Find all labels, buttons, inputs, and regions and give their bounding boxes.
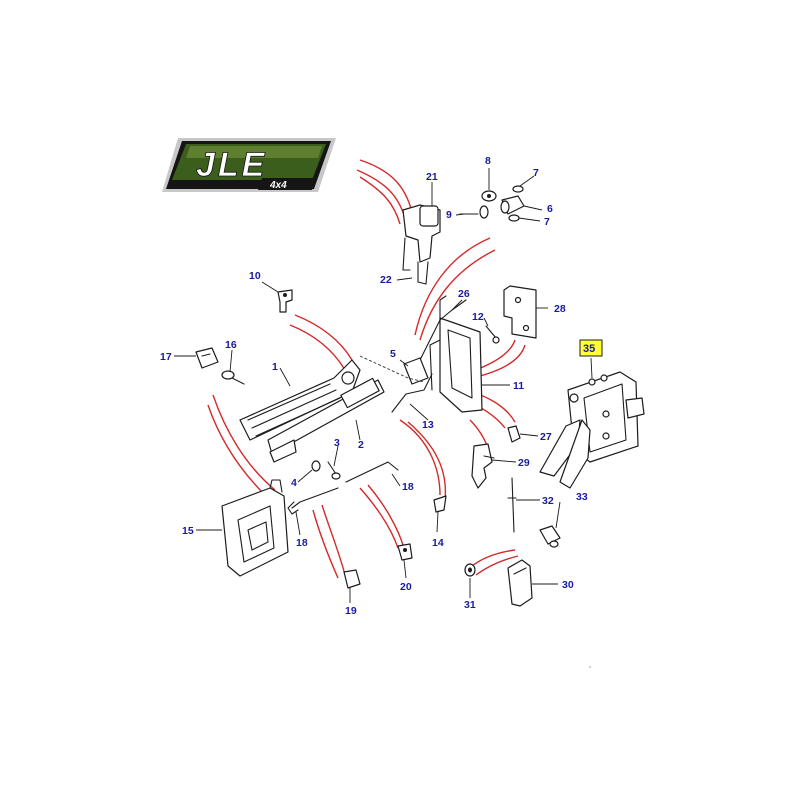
callout-32: 32: [542, 495, 554, 507]
callout-20: 20: [400, 581, 412, 593]
callout-19: 19: [345, 605, 357, 617]
callout-31: 31: [464, 599, 476, 611]
part-actuator-30: [507, 559, 533, 607]
brand-logo: JLE 4x4: [162, 138, 336, 192]
part-grommet-31: [464, 563, 476, 577]
part-rod-26: [413, 295, 467, 373]
part-clip-33: [539, 525, 561, 548]
callout-12: 12: [472, 311, 484, 323]
part-plate-28: [503, 285, 537, 339]
part-clip-20: [397, 543, 413, 561]
part-rod-18a: [287, 487, 339, 515]
part-cap-17: [195, 347, 219, 369]
part-lever-5: [403, 357, 429, 385]
callout-7b: 7: [544, 216, 550, 228]
callout-13: 13: [422, 419, 434, 431]
callout-22: 22: [380, 274, 392, 286]
callout-14: 14: [432, 537, 444, 549]
callout-18b: 18: [402, 481, 414, 493]
callout-6: 6: [547, 203, 553, 215]
part-hardware-6-9: [459, 185, 525, 222]
callout-35: 35: [583, 343, 595, 355]
callout-26: 26: [458, 288, 470, 300]
part-bracket-21: [402, 204, 441, 285]
callout-10: 10: [249, 270, 261, 282]
callout-35-highlight: [579, 339, 603, 357]
callout-labels: 21 8 7 6 7 9 22 10 26 28 12 5 11 13 1 17…: [160, 155, 603, 617]
callout-2: 2: [358, 439, 364, 451]
callout-5: 5: [390, 348, 396, 360]
part-rod-32: [507, 477, 517, 533]
part-screw-3: [327, 461, 341, 480]
callout-27: 27: [540, 431, 552, 443]
leader-lines: [174, 168, 593, 603]
callout-8: 8: [485, 155, 491, 167]
logo-brand-text: JLE: [196, 146, 267, 184]
part-interior-handle-15: [221, 479, 289, 577]
part-rod-18b: [345, 461, 399, 483]
part-lock-35: [539, 371, 645, 489]
callout-7a: 7: [533, 167, 539, 179]
callout-17: 17: [160, 351, 172, 363]
part-clip-10: [277, 289, 293, 313]
callout-18a: 18: [296, 537, 308, 549]
part-handle-1: [239, 359, 361, 441]
callout-1: 1: [272, 361, 278, 373]
callout-30: 30: [562, 579, 574, 591]
part-clip-19: [343, 569, 361, 589]
callout-15: 15: [182, 525, 194, 537]
callout-21: 21: [426, 171, 438, 183]
part-rod-13: [391, 373, 433, 413]
callout-28: 28: [554, 303, 566, 315]
callout-4: 4: [291, 477, 297, 489]
callout-29: 29: [518, 457, 530, 469]
part-latch-11: [429, 317, 483, 413]
callout-33: 33: [576, 491, 588, 503]
part-washer-4: [311, 460, 321, 472]
speck: [589, 666, 591, 668]
part-pin-12: [485, 325, 500, 344]
part-clip-14: [433, 495, 447, 513]
callout-16: 16: [225, 339, 237, 351]
part-escutcheon-2: [267, 355, 425, 463]
callout-9: 9: [446, 209, 452, 221]
part-clip-27: [507, 425, 521, 443]
logo-sub-text: 4x4: [269, 180, 287, 191]
part-screw-16: [221, 370, 245, 385]
callout-11: 11: [513, 380, 524, 392]
callout-3: 3: [334, 437, 340, 449]
part-bracket-29: [471, 443, 495, 489]
